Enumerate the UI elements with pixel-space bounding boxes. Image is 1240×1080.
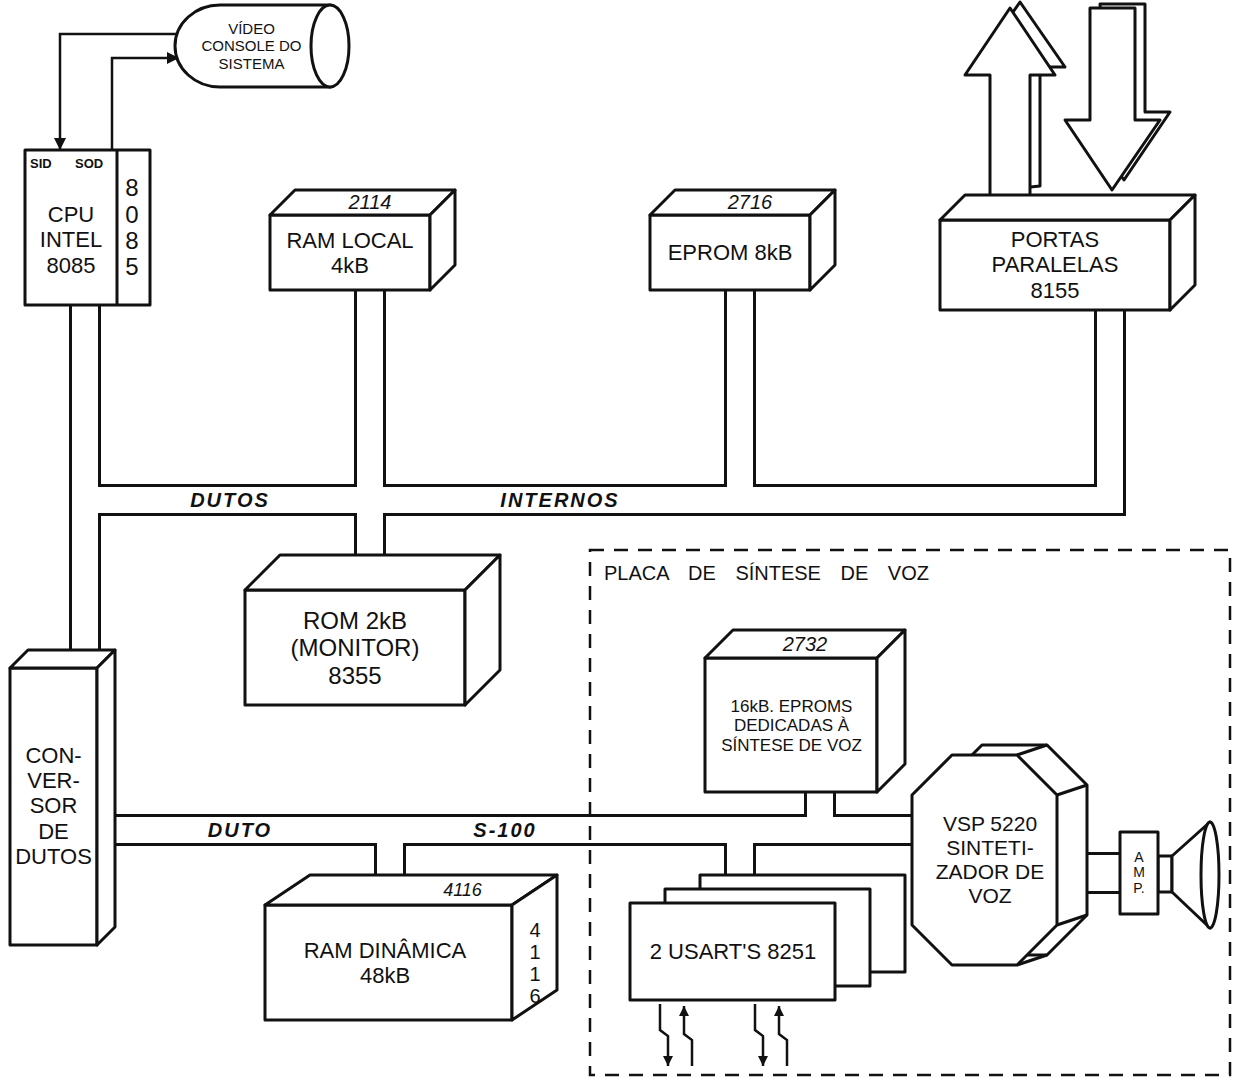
serial-line: [779, 1006, 787, 1066]
block-label: RAM DINÂMICA 48kB: [285, 938, 485, 989]
block-label: 16kB. EPROMS DEDICADAS À SÍNTESE DE VOZ: [710, 697, 873, 756]
video-console: VÍDEO CONSOLE DO SISTEMA: [175, 5, 350, 87]
bus-label: DUTO: [205, 820, 275, 840]
bus-label: S-100: [470, 820, 539, 840]
voice-synthesizer: VSP 5220 SINTETI- ZADOR DE VOZ: [912, 755, 1087, 965]
dynamic-ram-outline: [265, 905, 512, 1020]
ram-chip-outline: [270, 215, 430, 290]
chip-number: 2114: [310, 191, 430, 214]
serial-line: [660, 1004, 668, 1066]
amplifier: AMP.: [1120, 832, 1158, 914]
bus-band-fill: [115, 817, 912, 843]
eprom-chip-outline: [810, 190, 835, 290]
speech-eprom-outline: [705, 658, 877, 792]
block-label: VÍDEO CONSOLE DO SISTEMA: [199, 20, 304, 72]
chip-number: 8085: [121, 175, 143, 281]
parallel-port-chip-outline: [940, 195, 1195, 220]
parallel-port-chip-outline: [1170, 195, 1195, 310]
signal-arrow: [112, 58, 179, 150]
speaker-rim: [1201, 822, 1219, 928]
amplifier-outline: [1120, 832, 1158, 914]
block-label: RAM LOCAL 4kB: [276, 228, 424, 279]
bus-band: [85, 305, 370, 555]
amp-label: AMP.: [1133, 850, 1146, 896]
ram-chip: 2114RAM LOCAL 4kB: [270, 190, 455, 290]
parallel-port-chip-outline: [940, 220, 1170, 310]
dynamic-ram-outline: [265, 875, 557, 905]
bus-band: [1087, 852, 1120, 894]
speech-eprom: 2732 16kB. EPROMS DEDICADAS À SÍNTESE DE …: [705, 630, 905, 792]
rom-chip: ROM 2kB (MONITOR) 8355: [245, 555, 500, 705]
bus-band: [69, 305, 101, 650]
speech-eprom-outline: [877, 630, 905, 792]
bus-band-fill: [85, 305, 370, 555]
rom-chip-outline: [245, 590, 465, 705]
chip-number: 4116: [526, 919, 544, 1007]
voice-synthesizer-outline: [912, 755, 1057, 965]
output-arrow: [965, 8, 1055, 196]
pin-name: SOD: [75, 157, 115, 172]
video-console-outline: [175, 5, 330, 87]
bus-band: [85, 305, 1110, 500]
bus-band: [85, 290, 740, 500]
cpu-chip-outline: [25, 150, 150, 305]
chip-divider: [116, 150, 119, 305]
bus-converter-outline: [97, 650, 115, 945]
signal-arrow: [60, 34, 179, 150]
parallel-port-chip: PORTAS PARALELAS 8155: [940, 195, 1195, 310]
bus-band-fill: [85, 290, 370, 500]
bus-label: DUTOS: [187, 490, 273, 510]
block-label: ROM 2kB (MONITOR) 8355: [265, 607, 445, 690]
serial-line: [684, 1006, 692, 1066]
bus-label: INTERNOS: [497, 490, 622, 510]
board-title: PLACA DE SÍNTESE DE VOZ: [604, 562, 929, 585]
serial-line: [755, 1004, 763, 1066]
ram-chip-outline: [270, 190, 455, 215]
bus-band-fill: [1087, 855, 1120, 891]
pin-name: SID: [30, 157, 70, 172]
chip-number: 4116: [415, 880, 510, 901]
rom-chip-outline: [465, 555, 500, 705]
dynamic-ram: 4116RAM DINÂMICA 48kB4116: [265, 875, 557, 1020]
bus-band-fill: [72, 305, 98, 650]
block-label: CON- VER- SOR DE DUTOS: [15, 743, 92, 869]
speaker-magnet: [1158, 856, 1172, 892]
speech-eprom-outline: [705, 630, 905, 658]
prism-edge: [1057, 915, 1087, 925]
input-arrow: [1065, 8, 1160, 190]
block-label: VSP 5220 SINTETI- ZADOR DE VOZ: [934, 812, 1046, 909]
usart-chip-outline: [630, 903, 835, 1000]
eprom-chip-outline: [650, 190, 835, 215]
block-label: 2 USART'S 8251: [638, 939, 828, 964]
chip-number: 2732: [745, 633, 865, 656]
prism-edge: [1017, 745, 1047, 755]
ram-chip-outline: [430, 190, 455, 290]
usart-chip: 2 USART'S 8251: [630, 875, 905, 1000]
bus-band-fill: [85, 305, 1110, 500]
block-label: EPROM 8kB: [656, 240, 804, 265]
block-label: PORTAS PARALELAS 8155: [970, 227, 1140, 303]
dynamic-ram-outline: [512, 875, 557, 1020]
bus-band: [85, 290, 370, 500]
rom-chip-outline: [245, 555, 500, 590]
block-label: CPU INTEL 8085: [28, 202, 114, 278]
bus-converter: CON- VER- SOR DE DUTOS: [10, 650, 115, 945]
screen-end: [311, 5, 349, 87]
eprom-chip-outline: [650, 215, 810, 290]
chip-number: 2716: [690, 191, 810, 214]
bus-band-fill: [85, 290, 740, 500]
eprom-chip: 2716EPROM 8kB: [650, 190, 835, 290]
bus-converter-outline: [10, 668, 97, 945]
speech-board-outline: [590, 550, 1230, 1075]
cpu-chip: SID SOD CPU INTEL 8085 8085: [25, 150, 150, 305]
speech-board: PLACA DE SÍNTESE DE VOZ 2732 16kB. EPROMS …: [590, 550, 1230, 1075]
prism-edge: [1057, 785, 1087, 795]
